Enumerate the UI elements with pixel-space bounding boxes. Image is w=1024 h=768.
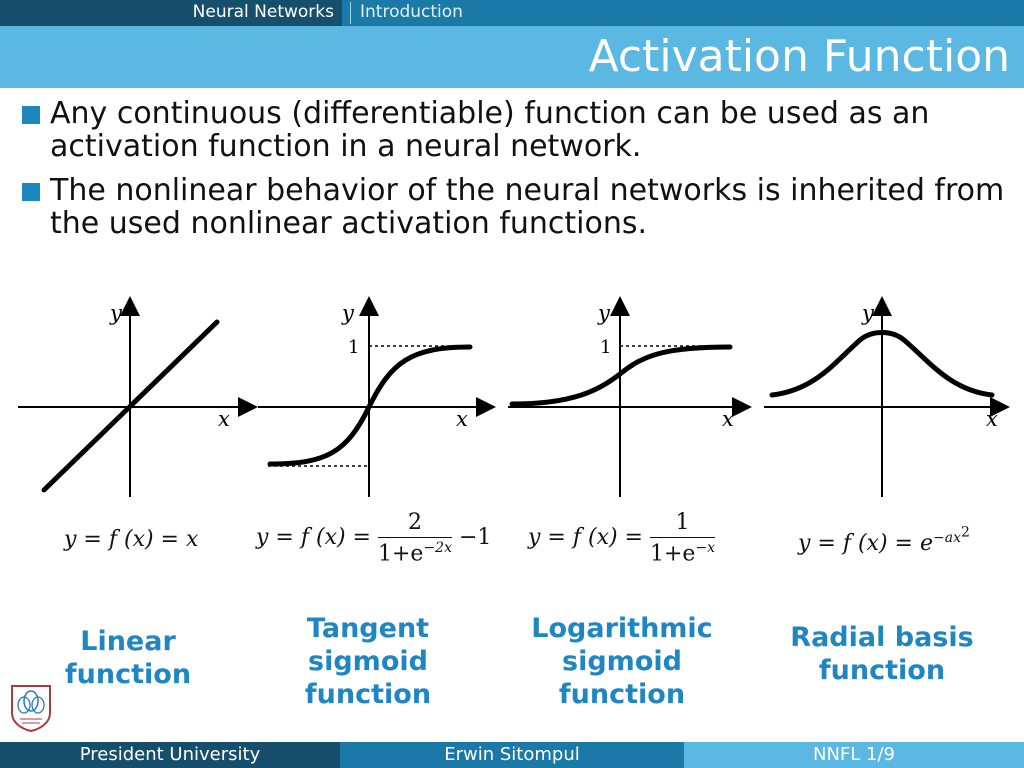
y-axis-label: y bbox=[341, 301, 355, 325]
bullet-text: Any continuous (differentiable) function… bbox=[50, 96, 930, 164]
formula-linear: y = f (x) = x bbox=[64, 527, 199, 552]
y-axis-label: y bbox=[109, 301, 123, 325]
title-band: Activation Function bbox=[0, 26, 1024, 88]
formula-radial-basis: y = f (x) = e−ax2 bbox=[798, 524, 970, 556]
bullet-list: Any continuous (differentiable) function… bbox=[20, 97, 1010, 251]
nav-divider bbox=[350, 2, 351, 24]
footer-page-number: NNFL 1/9 bbox=[684, 742, 1024, 768]
y-axis-label: y bbox=[861, 301, 875, 325]
label-logarithmic-sigmoid: Logarithmic sigmoid function bbox=[531, 613, 713, 710]
bullet-item: The nonlinear behavior of the neural net… bbox=[20, 174, 1010, 240]
x-axis-label: x bbox=[456, 407, 468, 431]
y-axis-label: y bbox=[597, 301, 611, 325]
tick-one-label: 1 bbox=[600, 337, 611, 358]
label-radial-basis: Radial basis function bbox=[790, 622, 974, 686]
formula-logarithmic-sigmoid: y = f (x) = 1 1+e−x bbox=[528, 510, 716, 567]
footer-institution: President University bbox=[0, 742, 340, 768]
fraction: 1 1+e−x bbox=[649, 510, 716, 567]
tansig-curve bbox=[267, 344, 473, 467]
footer-author: Erwin Sitompul bbox=[340, 742, 684, 768]
rbf-curve bbox=[769, 330, 995, 398]
slide-title: Activation Function bbox=[588, 31, 1010, 82]
logsig-curve bbox=[509, 344, 733, 407]
top-navigation-bar: Neural Networks Introduction bbox=[0, 0, 1024, 26]
bullet-item: Any continuous (differentiable) function… bbox=[20, 97, 1010, 163]
label-tangent-sigmoid: Tangent sigmoid function bbox=[304, 613, 432, 710]
square-bullet-icon bbox=[22, 106, 40, 124]
square-bullet-icon bbox=[22, 183, 40, 201]
graph-logarithmic-sigmoid: y 1 x bbox=[504, 292, 754, 507]
graph-linear: y x bbox=[12, 292, 262, 507]
x-axis-label: x bbox=[986, 407, 998, 431]
nav-subsection[interactable]: Introduction bbox=[360, 2, 463, 22]
fraction: 2 1+e−2x bbox=[377, 510, 452, 567]
university-logo-icon bbox=[8, 683, 54, 733]
bullet-text: The nonlinear behavior of the neural net… bbox=[50, 173, 1005, 241]
linear-curve bbox=[41, 319, 220, 493]
footer-bar: President University Erwin Sitompul NNFL… bbox=[0, 742, 1024, 768]
formula-tangent-sigmoid: y = f (x) = 2 1+e−2x −1 bbox=[256, 510, 492, 567]
label-linear: Linear function bbox=[64, 626, 192, 690]
graph-radial-basis: y x bbox=[760, 292, 1010, 507]
x-axis-label: x bbox=[722, 407, 734, 431]
nav-section[interactable]: Neural Networks bbox=[0, 0, 342, 26]
graph-tangent-sigmoid: y 1 x bbox=[252, 292, 502, 507]
tick-one-label: 1 bbox=[348, 337, 359, 358]
x-axis-label: x bbox=[218, 407, 230, 431]
